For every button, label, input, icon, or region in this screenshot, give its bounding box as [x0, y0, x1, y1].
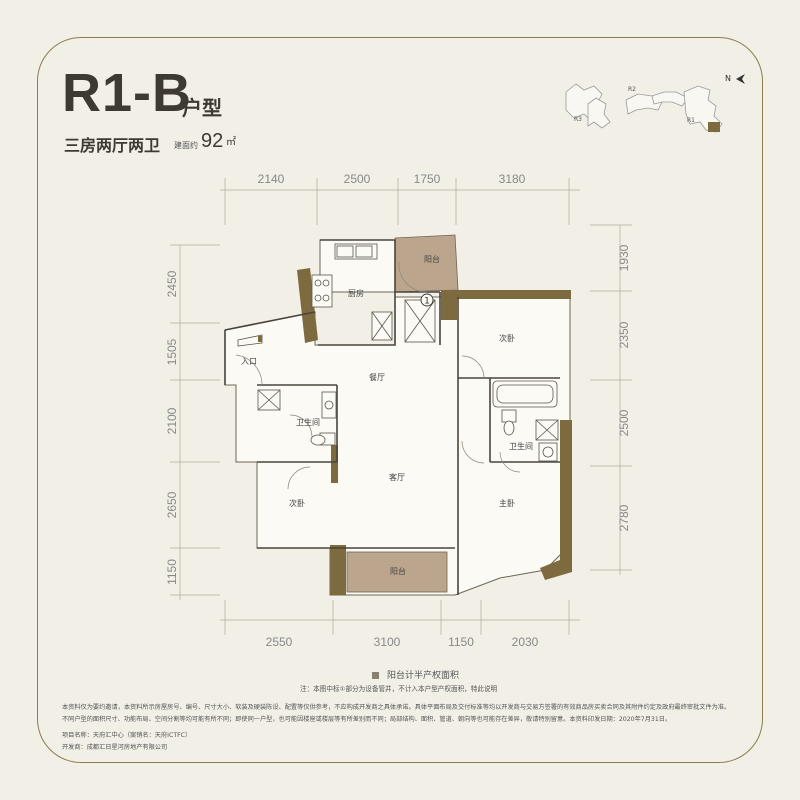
room-entrance: 入口: [241, 357, 257, 366]
room-living: 客厅: [389, 472, 405, 482]
room-bedroom-right: 次卧: [499, 333, 515, 343]
dimension-lines: [170, 178, 632, 635]
room-balcony-bottom: 阳台: [390, 566, 406, 576]
shaft-marker-number: 1: [424, 297, 430, 307]
area-value: 92: [201, 130, 224, 152]
dim-left-5: 1150: [165, 559, 179, 585]
exterior-walls: [297, 268, 572, 595]
legend: 阳台计半产权面积: [372, 668, 459, 681]
balcony-bottom: [346, 551, 448, 593]
room-dining: 餐厅: [369, 373, 385, 382]
room-kitchen: 厨房: [348, 288, 364, 298]
service-shafts: [257, 299, 559, 441]
legend-label: 阳台计半产权面积: [387, 671, 460, 681]
dim-bottom-4: 2030: [512, 635, 539, 649]
project-name: 项目名称：天府汇中心（案销名：天府ICTFC）: [62, 732, 192, 739]
north-label: N: [725, 74, 731, 83]
bathroom-fixtures: [310, 380, 558, 462]
door-swings: [235, 261, 521, 490]
disclaimer-line-2: 不同户型的面积尺寸、功能布局、空间分割等均可能有所不同；即使同一户型，也可能因楼…: [62, 715, 672, 723]
key-plan: [565, 83, 723, 133]
room-bedroom-left: 次卧: [289, 498, 305, 508]
interior-walls: [224, 239, 560, 595]
dim-top-1: 2140: [258, 172, 285, 186]
dim-top-2: 2500: [344, 172, 371, 186]
key-plan-label-r2: R2: [628, 86, 636, 93]
dim-bottom-3: 1150: [448, 635, 474, 649]
developer-name: 开发商：成都汇日星河房地产有限公司: [62, 744, 168, 751]
legend-swatch: [372, 672, 379, 679]
area-label: 建面约: [174, 141, 198, 150]
key-plan-highlight: [708, 122, 720, 132]
dim-left-2: 1505: [165, 338, 179, 365]
dim-bottom-2: 3100: [374, 635, 401, 649]
shaft-note: 注：本图中标①部分为设备管井，不计入本户型产权面积，特此说明: [300, 685, 498, 693]
dim-right-4: 2780: [617, 504, 631, 531]
page-frame: [37, 37, 763, 763]
room-bath-right: 卫生间: [509, 441, 533, 451]
dim-left-4: 2650: [165, 491, 179, 518]
unit-code: R1-B: [62, 63, 193, 123]
disclaimer-line-1: 本资料仅为要约邀请，本资料所示房屋房号、编号、尺寸大小、软装及硬装陈设、配置等仅…: [62, 704, 731, 711]
dim-right-2: 2350: [617, 321, 631, 348]
entrance-door-jamb: [258, 336, 262, 342]
entrance-cabinet: [237, 334, 263, 347]
shaft-marker-circle: [420, 293, 434, 307]
unit-type-suffix: 户型: [182, 96, 222, 120]
key-plan-label-r3: R3: [574, 116, 582, 123]
dim-right-1: 1930: [617, 244, 631, 271]
north-arrow-icon: [736, 74, 745, 84]
dim-left-3: 2100: [165, 407, 179, 434]
kitchen-fixtures: [311, 243, 378, 308]
layout-description: 三房两厅两卫: [64, 136, 161, 155]
area-unit: ㎡: [226, 137, 236, 148]
dim-top-4: 3180: [499, 172, 526, 186]
dim-left-1: 2450: [165, 270, 179, 297]
key-plan-label-r1: R1: [687, 117, 695, 124]
room-bath-left: 卫生间: [296, 417, 320, 427]
room-master: 主卧: [499, 498, 515, 508]
dim-right-3: 2500: [617, 409, 631, 436]
dim-bottom-1: 2550: [266, 635, 293, 649]
disclaimer: 本资料仅为要约邀请，本资料所示房屋房号、编号、尺寸大小、软装及硬装陈设、配置等仅…: [62, 702, 752, 725]
dim-top-3: 1750: [414, 172, 441, 186]
room-balcony-top: 阳台: [424, 254, 440, 264]
